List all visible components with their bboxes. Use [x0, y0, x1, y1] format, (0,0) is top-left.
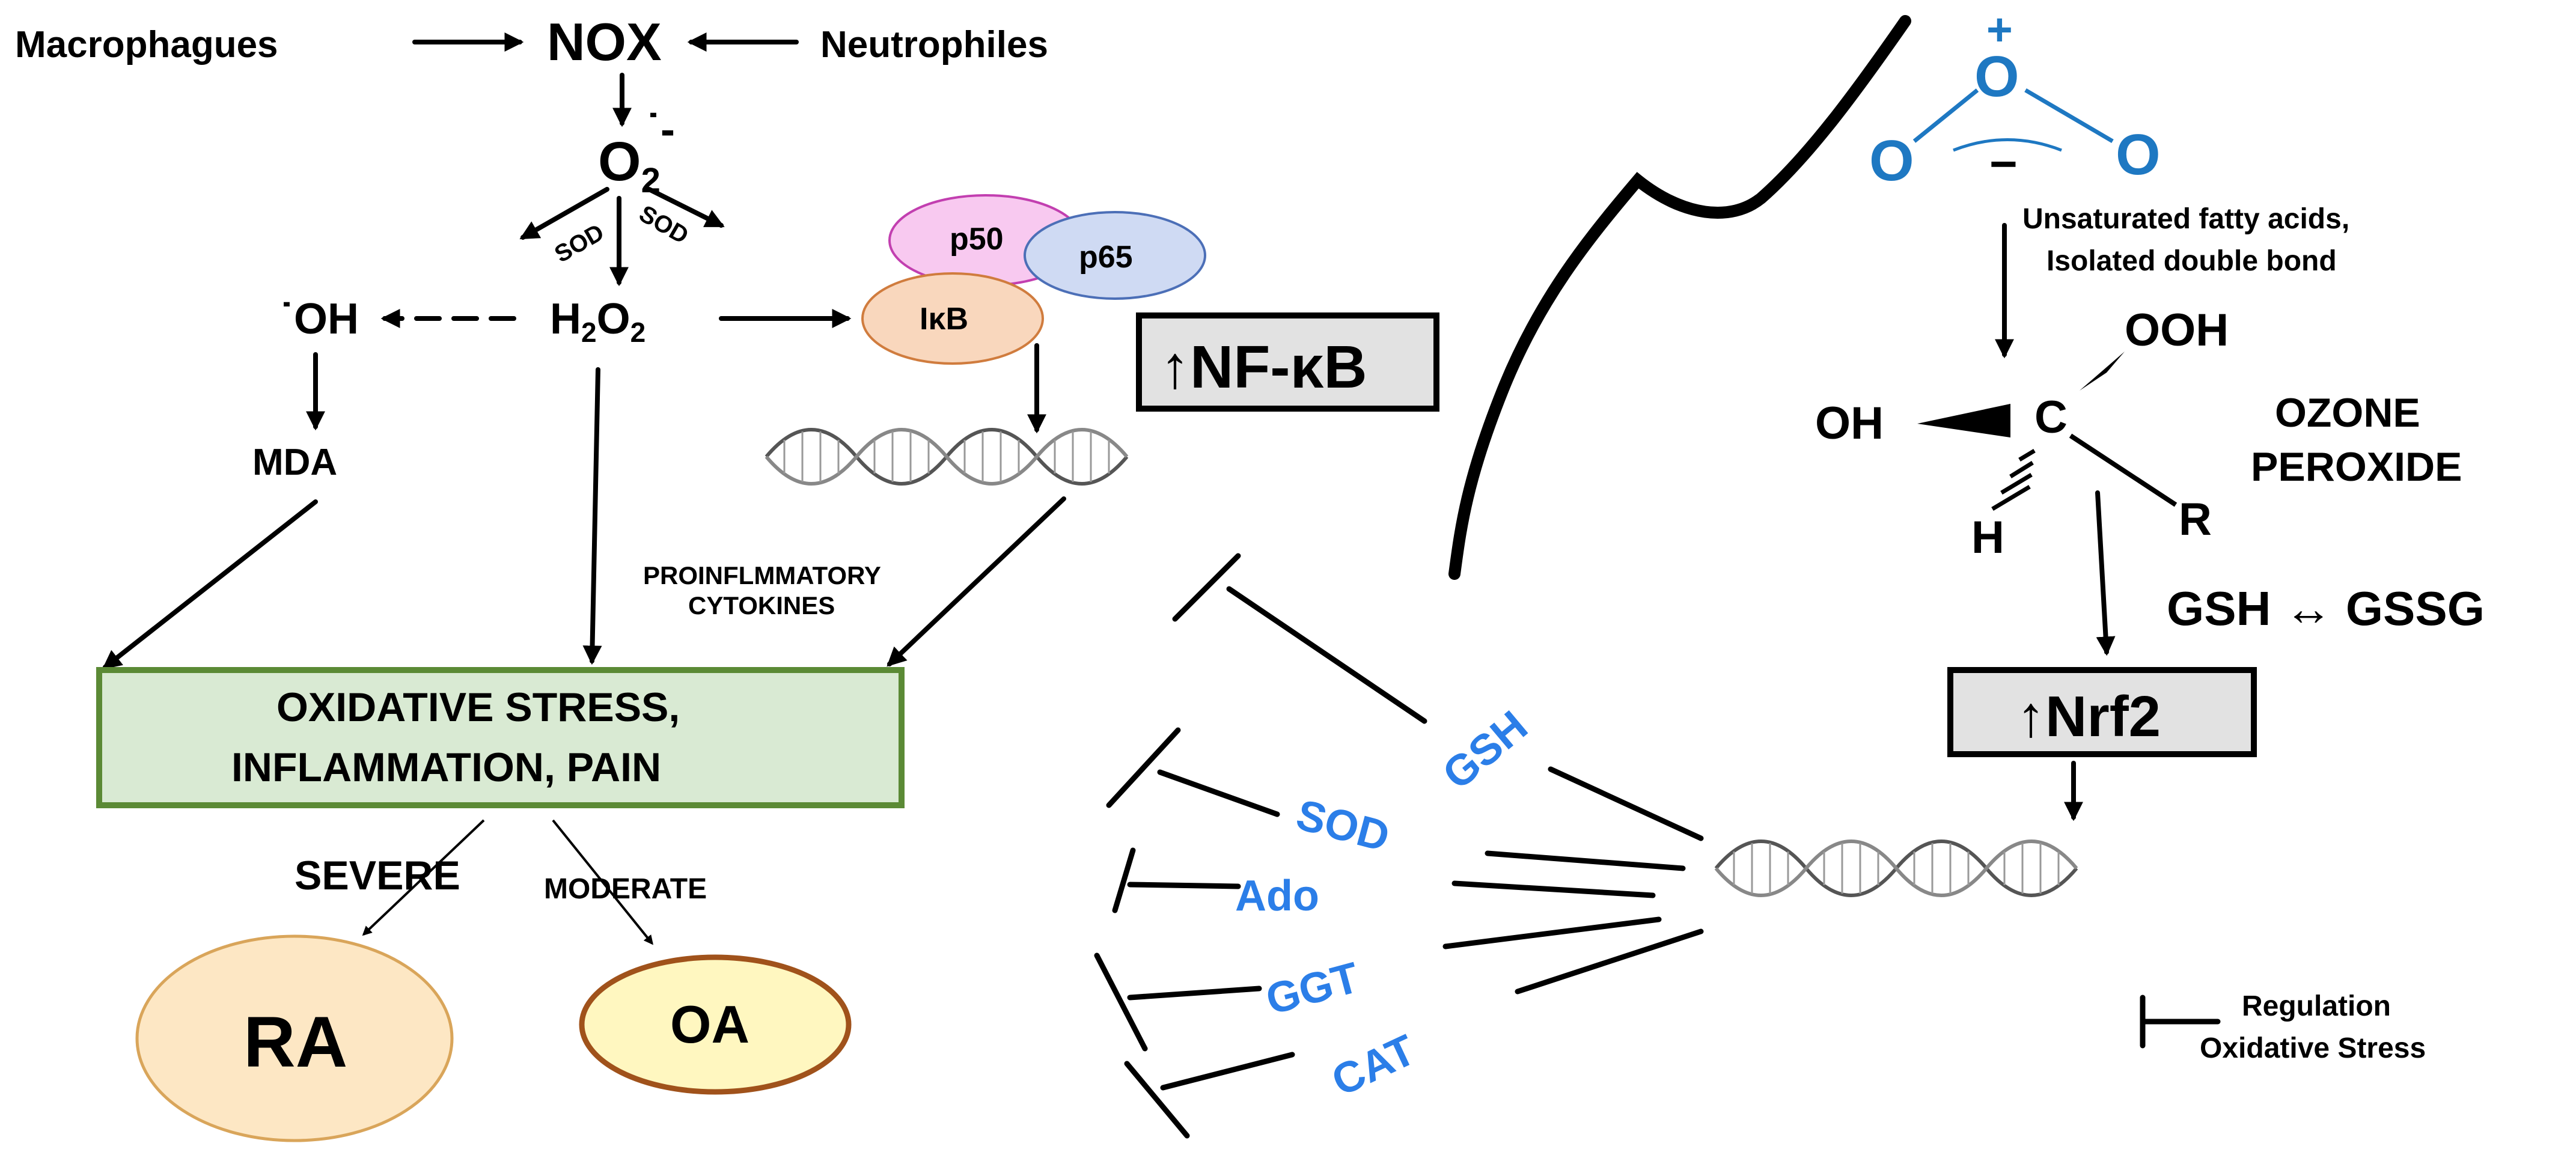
fatty-acids-line1: Unsaturated fatty acids, — [2022, 203, 2349, 235]
ozone-bond-right — [2024, 88, 2114, 144]
p50-label: p50 — [950, 222, 1004, 257]
peroxide-to-nrf2-arrow — [2095, 490, 2116, 656]
oxidative-stress-box — [96, 667, 905, 808]
ggt-inhibitor-line — [1127, 986, 1262, 1001]
cat-inhibitor-bar — [1124, 1061, 1190, 1139]
oxidative-stress-line1: OXIDATIVE STRESS, — [276, 684, 680, 730]
gsh-spoke — [1548, 766, 1704, 841]
gsh-gssg-label: GSH ↔ GSSG — [2167, 582, 2485, 635]
ggt-spoke — [1442, 916, 1662, 949]
sod-right-arrow — [647, 187, 725, 228]
mda-label: MDA — [252, 442, 337, 483]
dna-helix-right — [1716, 841, 2077, 895]
fatty-acids-line2: Isolated double bond — [2046, 245, 2337, 277]
dna-helix-left — [766, 430, 1127, 484]
h-label: H — [1971, 512, 2004, 563]
h2o2-to-box-arrow — [582, 367, 602, 665]
sod-inhibitor-line — [1157, 769, 1280, 817]
ado-inhibitor-line — [1127, 882, 1241, 889]
oa-ellipse — [579, 954, 852, 1095]
ooh-label: OOH — [2125, 305, 2229, 356]
ggt-inhibitor-bar — [1094, 952, 1148, 1052]
carbon-label: C — [2034, 392, 2068, 443]
legend-line2: Oxidative Stress — [2200, 1032, 2426, 1064]
oh-label: OH — [1815, 398, 1884, 449]
ozone-bond-left — [1912, 88, 1979, 143]
ikb-label: IκB — [920, 302, 968, 337]
ozone-oxygen-right: O — [2116, 123, 2161, 187]
cat-inhibitor-line — [1160, 1052, 1295, 1091]
ra-label: RA — [243, 1002, 347, 1082]
nfkb-label: ↑NF-κB — [1160, 334, 1367, 401]
oxidative-stress-line2: INFLAMMATION, PAIN — [231, 745, 661, 790]
ado-spoke — [1451, 880, 1656, 898]
ggt-antioxidant-label: GGT — [1261, 954, 1364, 1025]
ozone-peroxide-line1: OZONE — [2275, 390, 2420, 436]
macrophagues-label: Macrophagues — [15, 24, 278, 66]
cat-antioxidant-label: CAT — [1325, 1026, 1423, 1106]
sod-antioxidant-label: SOD — [1292, 790, 1394, 861]
sod-spoke — [1485, 850, 1686, 871]
h-hash-bond — [1991, 448, 2036, 511]
gsh-antioxidant-label: GSH — [1434, 702, 1537, 799]
moderate-label: MODERATE — [544, 873, 707, 905]
divider-curve — [1448, 15, 1911, 580]
r-bond — [2069, 433, 2178, 507]
severe-label: SEVERE — [295, 853, 460, 898]
cat-spoke — [1515, 928, 1704, 995]
ozone-minus-sign: − — [1989, 137, 2018, 190]
sod-left-label: SOD — [550, 219, 608, 267]
ado-antioxidant-label: Ado — [1235, 872, 1319, 920]
box-to-ra-arrow — [362, 819, 485, 936]
ozone-peroxide-line2: PEROXIDE — [2251, 444, 2462, 490]
cytokines-label-line2: CYTOKINES — [688, 591, 835, 620]
superoxide-charge: ˙- — [646, 106, 675, 154]
h2o2-label: H2O2 — [550, 295, 646, 348]
oh-wedge-bond — [1917, 404, 2010, 437]
dna-to-box-arrow — [887, 496, 1066, 667]
neutrophiles-label: Neutrophiles — [820, 24, 1048, 66]
sod-inhibitor-bar — [1106, 727, 1181, 808]
box-to-oa-arrow — [552, 819, 654, 945]
oa-label: OA — [670, 995, 749, 1054]
gsh-inhibitor-line — [1226, 586, 1427, 724]
ado-inhibitor-bar — [1112, 847, 1136, 913]
p65-ellipse — [1024, 211, 1206, 300]
r-label: R — [2179, 494, 2212, 545]
hydroxyl-radical-label: ˙OH — [279, 295, 359, 343]
ooh-wedge-bond — [2080, 352, 2125, 391]
nox-label: NOX — [547, 12, 662, 72]
nrf2-label: ↑Nrf2 — [2016, 684, 2161, 749]
p65-label: p65 — [1079, 240, 1133, 275]
mda-to-box-arrow — [102, 499, 318, 669]
gsh-inhibitor-bar — [1172, 553, 1241, 622]
legend-line1: Regulation — [2242, 990, 2391, 1022]
ozone-oxygen-top: O — [1974, 44, 2019, 109]
nfkb-box — [1136, 312, 1439, 412]
superoxide-label: O2 — [598, 131, 661, 200]
ozone-resonance-arc — [1953, 138, 2062, 152]
ikb-ellipse — [861, 272, 1044, 365]
ra-ellipse — [135, 934, 454, 1142]
ozone-oxygen-left: O — [1869, 129, 1914, 193]
nrf2-box — [1947, 667, 2257, 757]
ozone-plus-sign: + — [1986, 4, 2013, 55]
sod-left-arrow — [519, 187, 609, 240]
cytokines-label-line1: PROINFLMMATORY — [643, 561, 881, 590]
